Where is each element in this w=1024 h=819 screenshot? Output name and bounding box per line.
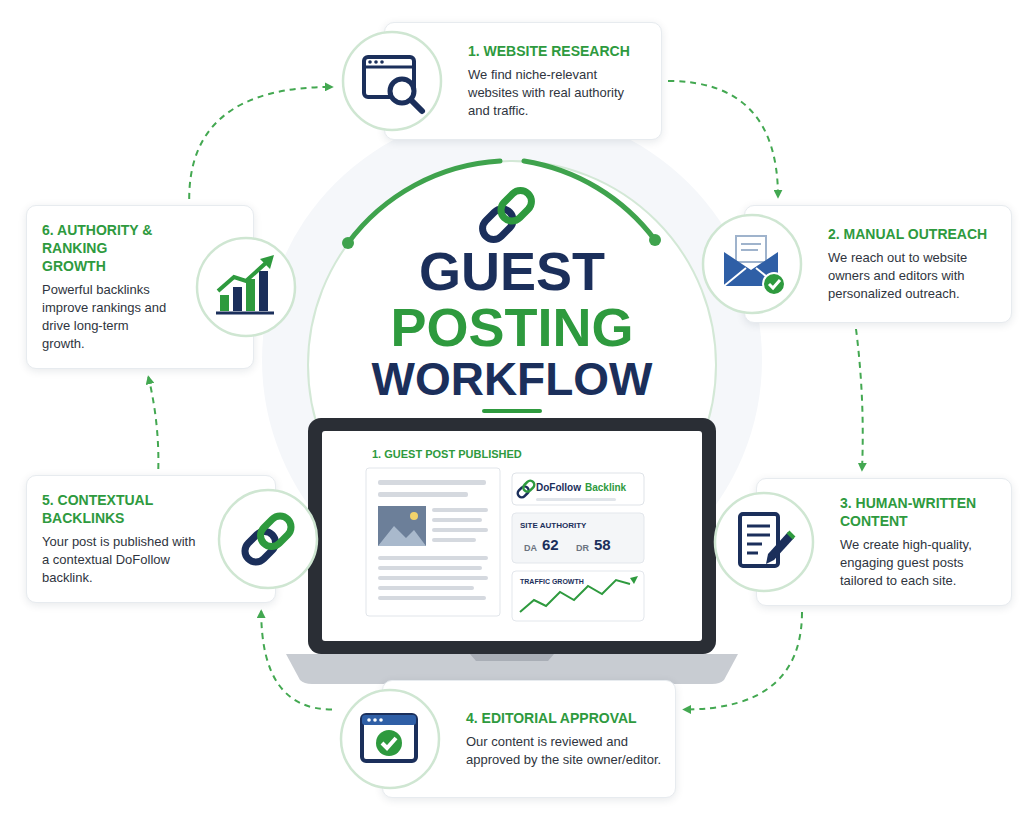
step-heading: 6. AUTHORITY & RANKING GROWTH <box>42 221 174 275</box>
step-card: 6. AUTHORITY & RANKING GROWTH Powerful ba… <box>26 205 298 369</box>
flow-arrow <box>189 87 332 199</box>
step-icon <box>216 487 320 591</box>
step-description: We find niche-relevant websites with rea… <box>468 66 648 120</box>
step-icon <box>712 490 816 594</box>
step-description: We reach out to website owners and edito… <box>828 249 998 303</box>
screen-label: Backlink <box>585 481 626 494</box>
progress-arc <box>348 161 500 243</box>
step-card: 5. CONTEXTUAL BACKLINKS Your post is publ… <box>26 475 320 603</box>
step-heading: 3. HUMAN-WRITTEN CONTENT <box>840 494 998 530</box>
title-underline <box>482 409 542 413</box>
step-card: 3. HUMAN-WRITTEN CONTENT We create high-q… <box>712 478 1012 606</box>
step-heading: 1. WEBSITE RESEARCH <box>468 42 648 60</box>
step-description: We create high-quality, engaging guest p… <box>840 536 998 590</box>
screen-label: DA <box>524 542 537 554</box>
flow-arrow <box>684 612 802 710</box>
step-icon <box>194 235 298 339</box>
arc-dot <box>342 237 354 249</box>
screen-label: 62 <box>542 536 559 554</box>
step-card: 2. MANUAL OUTREACH We reach out to websit… <box>700 205 1012 323</box>
step-card: 4. EDITORIAL APPROVAL Our content is revi… <box>338 680 676 798</box>
progress-arc <box>524 161 655 240</box>
flow-arrow <box>261 611 332 710</box>
diagram-title: GUEST POSTING WORKFLOW <box>312 243 712 403</box>
step-icon <box>340 29 444 133</box>
chain-icon <box>478 186 536 244</box>
flow-arrow <box>856 329 863 470</box>
screen-label: 1. GUEST POST PUBLISHED <box>372 447 522 461</box>
step-description: Our content is reviewed and approved by … <box>466 733 662 769</box>
screen-label: TRAFFIC GROWTH <box>520 577 584 587</box>
screen-label: 58 <box>594 536 611 554</box>
arc-dot <box>649 234 661 246</box>
title-line: POSTING <box>312 299 712 355</box>
screen-label: SITE AUTHORITY <box>520 520 586 531</box>
step-icon <box>338 687 442 791</box>
step-heading: 2. MANUAL OUTREACH <box>828 225 998 243</box>
step-description: Powerful backlinks improve rankings and … <box>42 281 174 353</box>
title-line: WORKFLOW <box>312 355 712 403</box>
flow-arrow <box>148 377 158 469</box>
step-description: Your post is published with a contextual… <box>42 533 196 587</box>
flow-arrow <box>668 81 778 197</box>
laptop <box>286 418 738 684</box>
step-heading: 4. EDITORIAL APPROVAL <box>466 709 662 727</box>
badge-row: DoFollow Backlink <box>536 481 626 494</box>
screen-label: DoFollow <box>536 481 581 494</box>
step-heading: 5. CONTEXTUAL BACKLINKS <box>42 491 196 527</box>
step-icon <box>700 212 804 316</box>
screen-label: DR <box>576 542 589 554</box>
step-card: 1. WEBSITE RESEARCH We find niche-relevan… <box>340 22 662 140</box>
title-line: GUEST <box>312 243 712 299</box>
